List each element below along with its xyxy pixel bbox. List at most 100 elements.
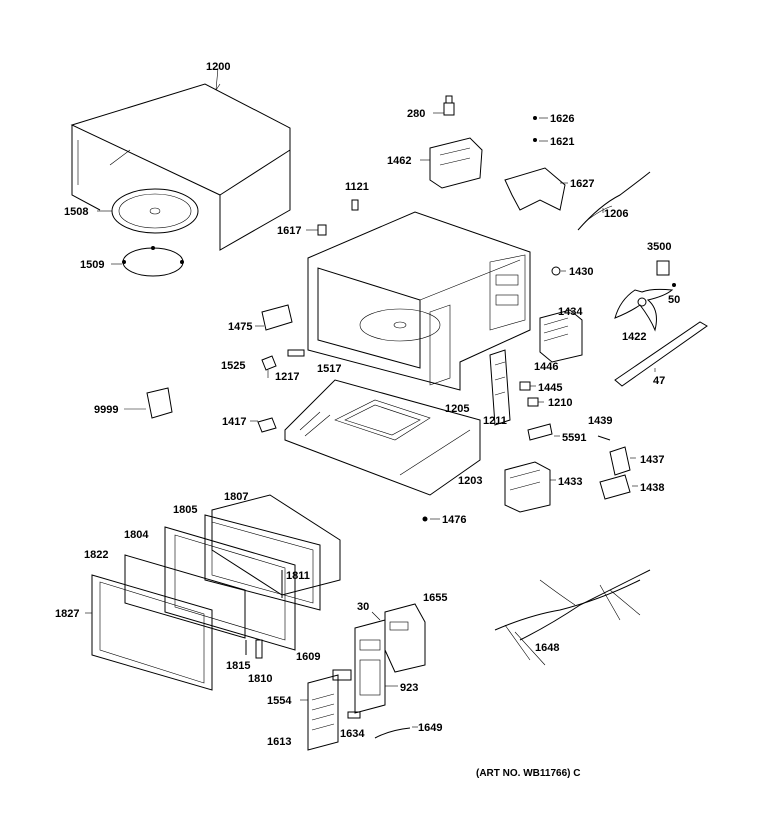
label-3500: 3500 — [647, 241, 671, 253]
label-50: 50 — [668, 294, 680, 306]
label-1217: 1217 — [275, 371, 299, 383]
label-1609: 1609 — [296, 651, 320, 663]
label-1517: 1517 — [317, 363, 341, 375]
label-1121: 1121 — [345, 181, 369, 193]
magnetron-1434 — [539, 309, 583, 363]
capacitor-1438 — [599, 474, 638, 500]
control-bracket-1446 — [489, 349, 511, 426]
screw-1121 — [351, 199, 359, 211]
stirrer-cover-1475 — [255, 304, 293, 331]
thermostat-280 — [433, 95, 455, 116]
harness-1649 — [374, 726, 418, 739]
screw-1621 — [533, 138, 548, 142]
label-1205: 1205 — [445, 403, 469, 415]
label-1422: 1422 — [622, 331, 646, 343]
label-1627: 1627 — [570, 178, 594, 190]
label-1430: 1430 — [569, 266, 593, 278]
label-1509: 1509 — [80, 259, 104, 271]
switch-1210 — [527, 397, 544, 407]
label-1417: 1417 — [222, 416, 246, 428]
label-5591: 5591 — [562, 432, 586, 444]
keypad-923 — [354, 619, 398, 714]
label-1822: 1822 — [84, 549, 108, 561]
label-1206: 1206 — [604, 208, 628, 220]
label-1807: 1807 — [224, 491, 248, 503]
label-1439: 1439 — [588, 415, 612, 427]
label-1805: 1805 — [173, 504, 197, 516]
label-30: 30 — [357, 601, 369, 613]
label-1462: 1462 — [387, 155, 411, 167]
literature-9999 — [124, 387, 173, 419]
door-outer-1827 — [85, 574, 213, 691]
label-47: 47 — [653, 375, 665, 387]
outer-case-1200 — [70, 67, 291, 251]
label-1437: 1437 — [640, 454, 664, 466]
window-1609 — [332, 669, 352, 681]
transformer-1433 — [504, 461, 556, 513]
door-panel-1807 — [211, 494, 341, 596]
switch-1445 — [519, 381, 536, 391]
label-1211: 1211 — [483, 415, 507, 427]
part-1439 — [597, 435, 611, 441]
foot-1417 — [250, 417, 277, 433]
bracket-1437 — [609, 446, 636, 476]
label-1554: 1554 — [267, 695, 292, 707]
label-1613: 1613 — [267, 736, 291, 748]
label-1475: 1475 — [228, 321, 252, 333]
label-1648: 1648 — [535, 642, 559, 654]
pcb-1655 — [384, 603, 426, 673]
label-1438: 1438 — [640, 482, 664, 494]
art-number: (ART NO. WB11766) C — [476, 768, 580, 779]
fuse-label-3500 — [656, 260, 670, 276]
label-1626: 1626 — [550, 113, 574, 125]
screw-1626 — [533, 116, 548, 120]
oven-cavity — [307, 211, 531, 391]
label-1827: 1827 — [55, 608, 79, 620]
screw-50 — [672, 283, 676, 287]
label-1649: 1649 — [418, 722, 442, 734]
door-frame-1805 — [204, 514, 321, 611]
turntable-tray-1508 — [97, 188, 199, 234]
label-1634: 1634 — [340, 728, 365, 740]
fan-blade-1422 — [614, 288, 674, 332]
part-5591 — [527, 423, 560, 441]
label-1203: 1203 — [458, 475, 482, 487]
label-1445: 1445 — [538, 382, 562, 394]
label-1433: 1433 — [558, 476, 582, 488]
control-panel-1554 — [300, 674, 339, 751]
label-1810: 1810 — [248, 673, 272, 685]
label-1200: 1200 — [206, 61, 230, 73]
label-1811: 1811 — [286, 570, 310, 582]
label-1621: 1621 — [550, 136, 574, 148]
part-1617 — [306, 224, 327, 236]
door-choke-1804 — [164, 526, 296, 651]
screw-1476 — [422, 516, 440, 522]
label-1210: 1210 — [548, 397, 572, 409]
damper-bracket-1462 — [420, 137, 483, 189]
label-280: 280 — [407, 108, 425, 120]
label-1655: 1655 — [423, 592, 447, 604]
label-1446: 1446 — [534, 361, 558, 373]
screen-1822 — [124, 554, 246, 639]
label-1476: 1476 — [442, 514, 466, 526]
label-1804: 1804 — [124, 529, 149, 541]
part-1525 — [261, 355, 277, 378]
part-1217 — [287, 349, 305, 357]
part-1634 — [347, 711, 361, 719]
label-1617: 1617 — [277, 225, 301, 237]
label-923: 923 — [400, 682, 418, 694]
wire-harness-1648 — [494, 569, 651, 666]
label-1434: 1434 — [558, 306, 583, 318]
label-1525: 1525 — [221, 360, 245, 372]
roller-ring-1509 — [111, 246, 184, 277]
vent-rail-47 — [614, 321, 708, 387]
part-1810 — [255, 639, 263, 659]
bracket-1627 — [504, 167, 568, 211]
label-1815: 1815 — [226, 660, 250, 672]
part-30 — [371, 611, 381, 621]
power-cord-1206 — [577, 171, 651, 231]
label-9999: 9999 — [94, 404, 118, 416]
base-plate-1203 — [284, 379, 481, 496]
label-1508: 1508 — [64, 206, 88, 218]
